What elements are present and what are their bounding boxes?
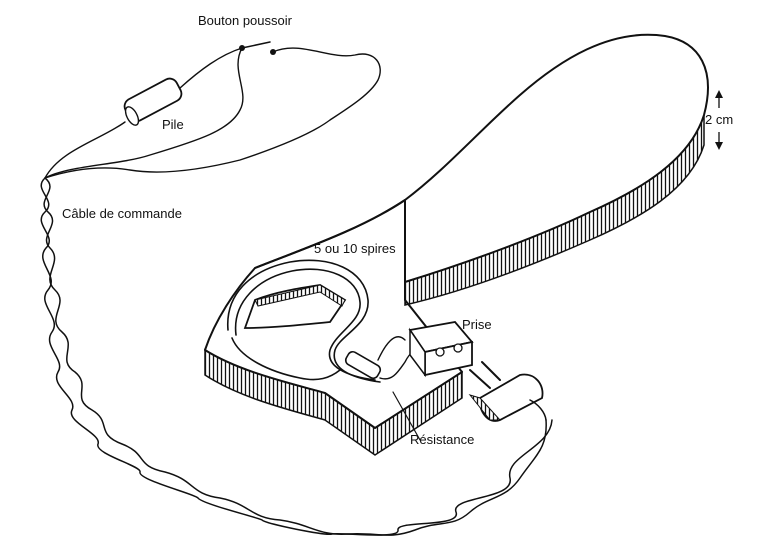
resistance (344, 345, 426, 441)
label-bouton-poussoir: Bouton poussoir (198, 13, 292, 28)
control-cable (40, 177, 553, 536)
insole-recess-wall (254, 284, 346, 307)
label-spires: 5 ou 10 spires (314, 241, 396, 256)
label-prise: Prise (462, 317, 492, 332)
insole-side-toe (404, 114, 705, 306)
plug (468, 361, 544, 422)
heating-coil (227, 259, 381, 383)
socket (377, 321, 474, 378)
battery (123, 77, 183, 126)
control-wires (44, 47, 381, 179)
label-resistance: Résistance (410, 432, 475, 447)
label-thickness: 2 cm (705, 112, 734, 127)
insole-top-heel (204, 199, 463, 429)
thickness-arrows (715, 90, 723, 150)
label-pile: Pile (162, 117, 184, 132)
label-cable-de-commande: Câble de commande (62, 206, 182, 221)
push-button (239, 41, 276, 55)
insole (204, 33, 709, 456)
